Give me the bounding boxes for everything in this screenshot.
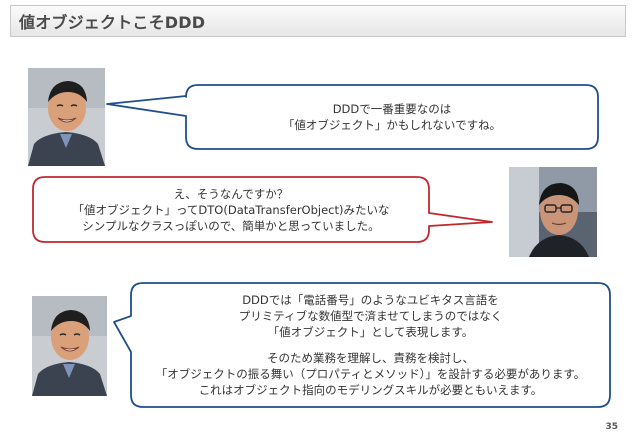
speech-bubble-third xyxy=(113,282,611,408)
avatar-smiling-man-bottom xyxy=(32,296,107,396)
bubble-line: 「値オブジェクト」かもしれないですね。 xyxy=(282,118,502,132)
bubble-line: 「値オブジェクト」として表現します。 xyxy=(267,325,474,339)
bubble-line: 「値オブジェクト」ってDTO(DataTransferObject)みたいな xyxy=(72,202,390,217)
title-bar: 値オブジェクトこそDDD xyxy=(10,5,626,37)
speech-bubble-first-text: DDDで一番重要なのは 「値オブジェクト」かもしれないですね。 xyxy=(188,87,596,147)
bubble-line: DDDで一番重要なのは xyxy=(332,102,452,116)
avatar-man-with-glasses xyxy=(509,167,597,257)
bubble-line: プリミティブな数値型で済ませてしまうのではなく xyxy=(238,309,503,323)
speech-bubble-second-text: え、そうなんですか？ 「値オブジェクト」ってDTO(DataTransferOb… xyxy=(35,179,427,240)
speech-bubble-first xyxy=(106,84,599,150)
page-number: 35 xyxy=(605,422,618,432)
speech-bubble-third-text: DDDでは「電話番号」のようなユビキタス言語を プリミティブな数値型で済ませてし… xyxy=(133,285,608,405)
avatar-smiling-man xyxy=(28,68,105,166)
speech-bubble-second xyxy=(32,176,493,243)
page-title: 値オブジェクトこそDDD xyxy=(19,13,206,32)
bubble-line: 「オブジェクトの振る舞い（プロパティとメソッド）」を設計する必要があります。 xyxy=(155,367,586,381)
bubble-line: シンプルなクラスっぽいので、簡単かと思っていました。 xyxy=(82,218,380,233)
bubble-line: え、そうなんですか？ xyxy=(173,186,289,201)
bubble-line: そのため業務を理解し、責務を検討し、 xyxy=(267,351,474,365)
bubble-line: DDDでは「電話番号」のようなユビキタス言語を xyxy=(242,293,499,307)
bubble-line: これはオブジェクト指向のモデリングスキルが必要ともいえます。 xyxy=(198,383,543,397)
